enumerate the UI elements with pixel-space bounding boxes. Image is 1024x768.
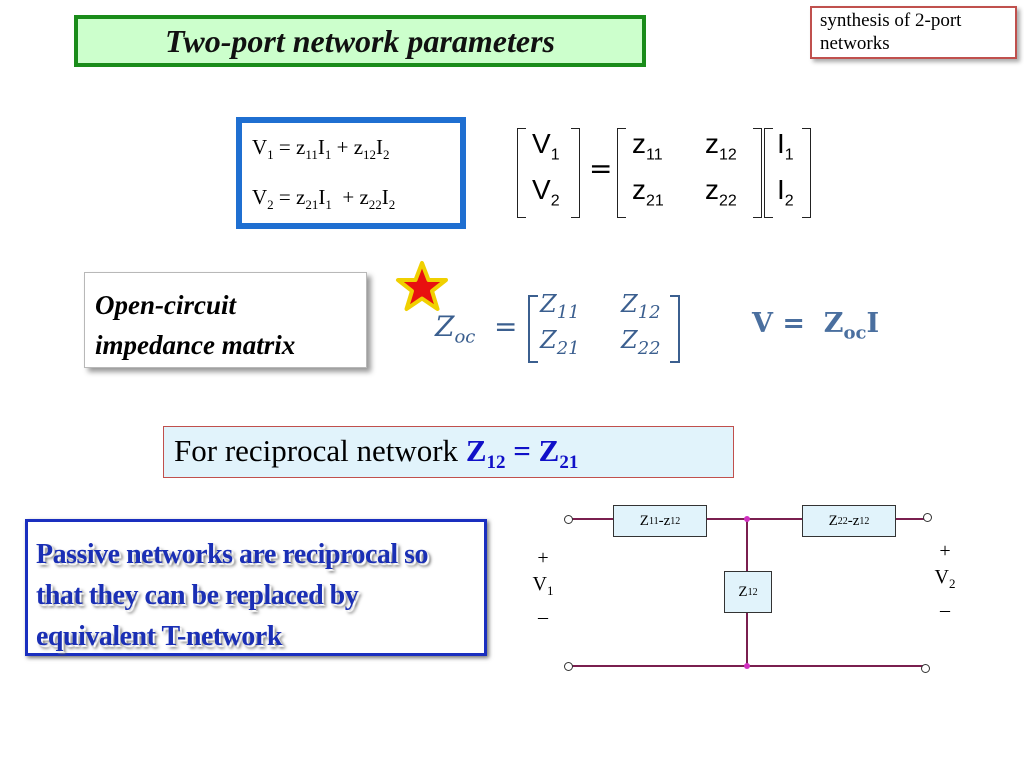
topic-tag: synthesis of 2-port networks xyxy=(810,6,1017,59)
passive-networks-note: Passive networks are reciprocal so that … xyxy=(25,519,487,656)
open-circuit-label-box: Open-circuit impedance matrix xyxy=(84,272,367,368)
terminal-port2-top xyxy=(923,513,932,522)
matrix-z11: z11 xyxy=(632,128,663,164)
port2-voltage-label: + V2 – xyxy=(934,540,956,621)
matrix-z22: z22 xyxy=(705,174,737,210)
zoc-z21: Z21 xyxy=(540,326,580,359)
zoc-relation: V = ZocI xyxy=(752,308,880,344)
junction-node-top xyxy=(744,516,750,522)
star-icon xyxy=(396,261,448,311)
equation-v1: V1 = z11I1 + z12I2 xyxy=(252,135,390,163)
reciprocal-condition: Z12 = Z21 xyxy=(465,433,579,474)
matrix-v1: V1 xyxy=(532,128,560,164)
port1-voltage-label: + V1 – xyxy=(532,547,554,628)
zoc-z12: Z12 xyxy=(621,290,661,323)
equations-box: V1 = z11I1 + z12I2 V2 = z21I1 + z22I2 xyxy=(236,117,466,229)
matrix-equals: = xyxy=(589,152,613,185)
shunt-wire xyxy=(746,518,748,666)
bracket-left xyxy=(617,128,626,218)
reciprocal-network-box: For reciprocal network Z12 = Z21 xyxy=(163,426,734,478)
terminal-port1-top xyxy=(564,515,573,524)
slide-title: Two-port network parameters xyxy=(165,22,555,59)
terminal-port2-bottom xyxy=(921,664,930,673)
junction-node-bottom xyxy=(744,663,750,669)
bracket-right xyxy=(753,128,762,218)
terminal-port1-bottom xyxy=(564,662,573,671)
matrix-z12: z12 xyxy=(705,128,737,164)
bracket-right xyxy=(571,128,580,218)
bracket-right xyxy=(802,128,811,218)
open-circuit-line1: Open-circuit xyxy=(95,290,236,320)
zoc-equals: = xyxy=(494,310,518,343)
matrix-i2: I2 xyxy=(777,174,794,210)
matrix-i1: I1 xyxy=(777,128,794,164)
bracket-left xyxy=(528,295,538,363)
matrix-z21: z21 xyxy=(632,174,664,210)
top-wire xyxy=(572,518,927,520)
bracket-left xyxy=(517,128,526,218)
bracket-right xyxy=(670,295,680,363)
zoc-symbol: Zoc xyxy=(435,310,476,348)
zoc-z22: Z22 xyxy=(621,326,661,359)
open-circuit-line2: impedance matrix xyxy=(95,330,296,360)
bottom-wire xyxy=(572,665,927,667)
bracket-left xyxy=(764,128,773,218)
equation-v2: V2 = z21I1 + z22I2 xyxy=(252,185,396,213)
matrix-v2: V2 xyxy=(532,174,560,210)
zoc-z11: Z11 xyxy=(540,290,580,323)
slide-title-box: Two-port network parameters xyxy=(74,15,646,67)
